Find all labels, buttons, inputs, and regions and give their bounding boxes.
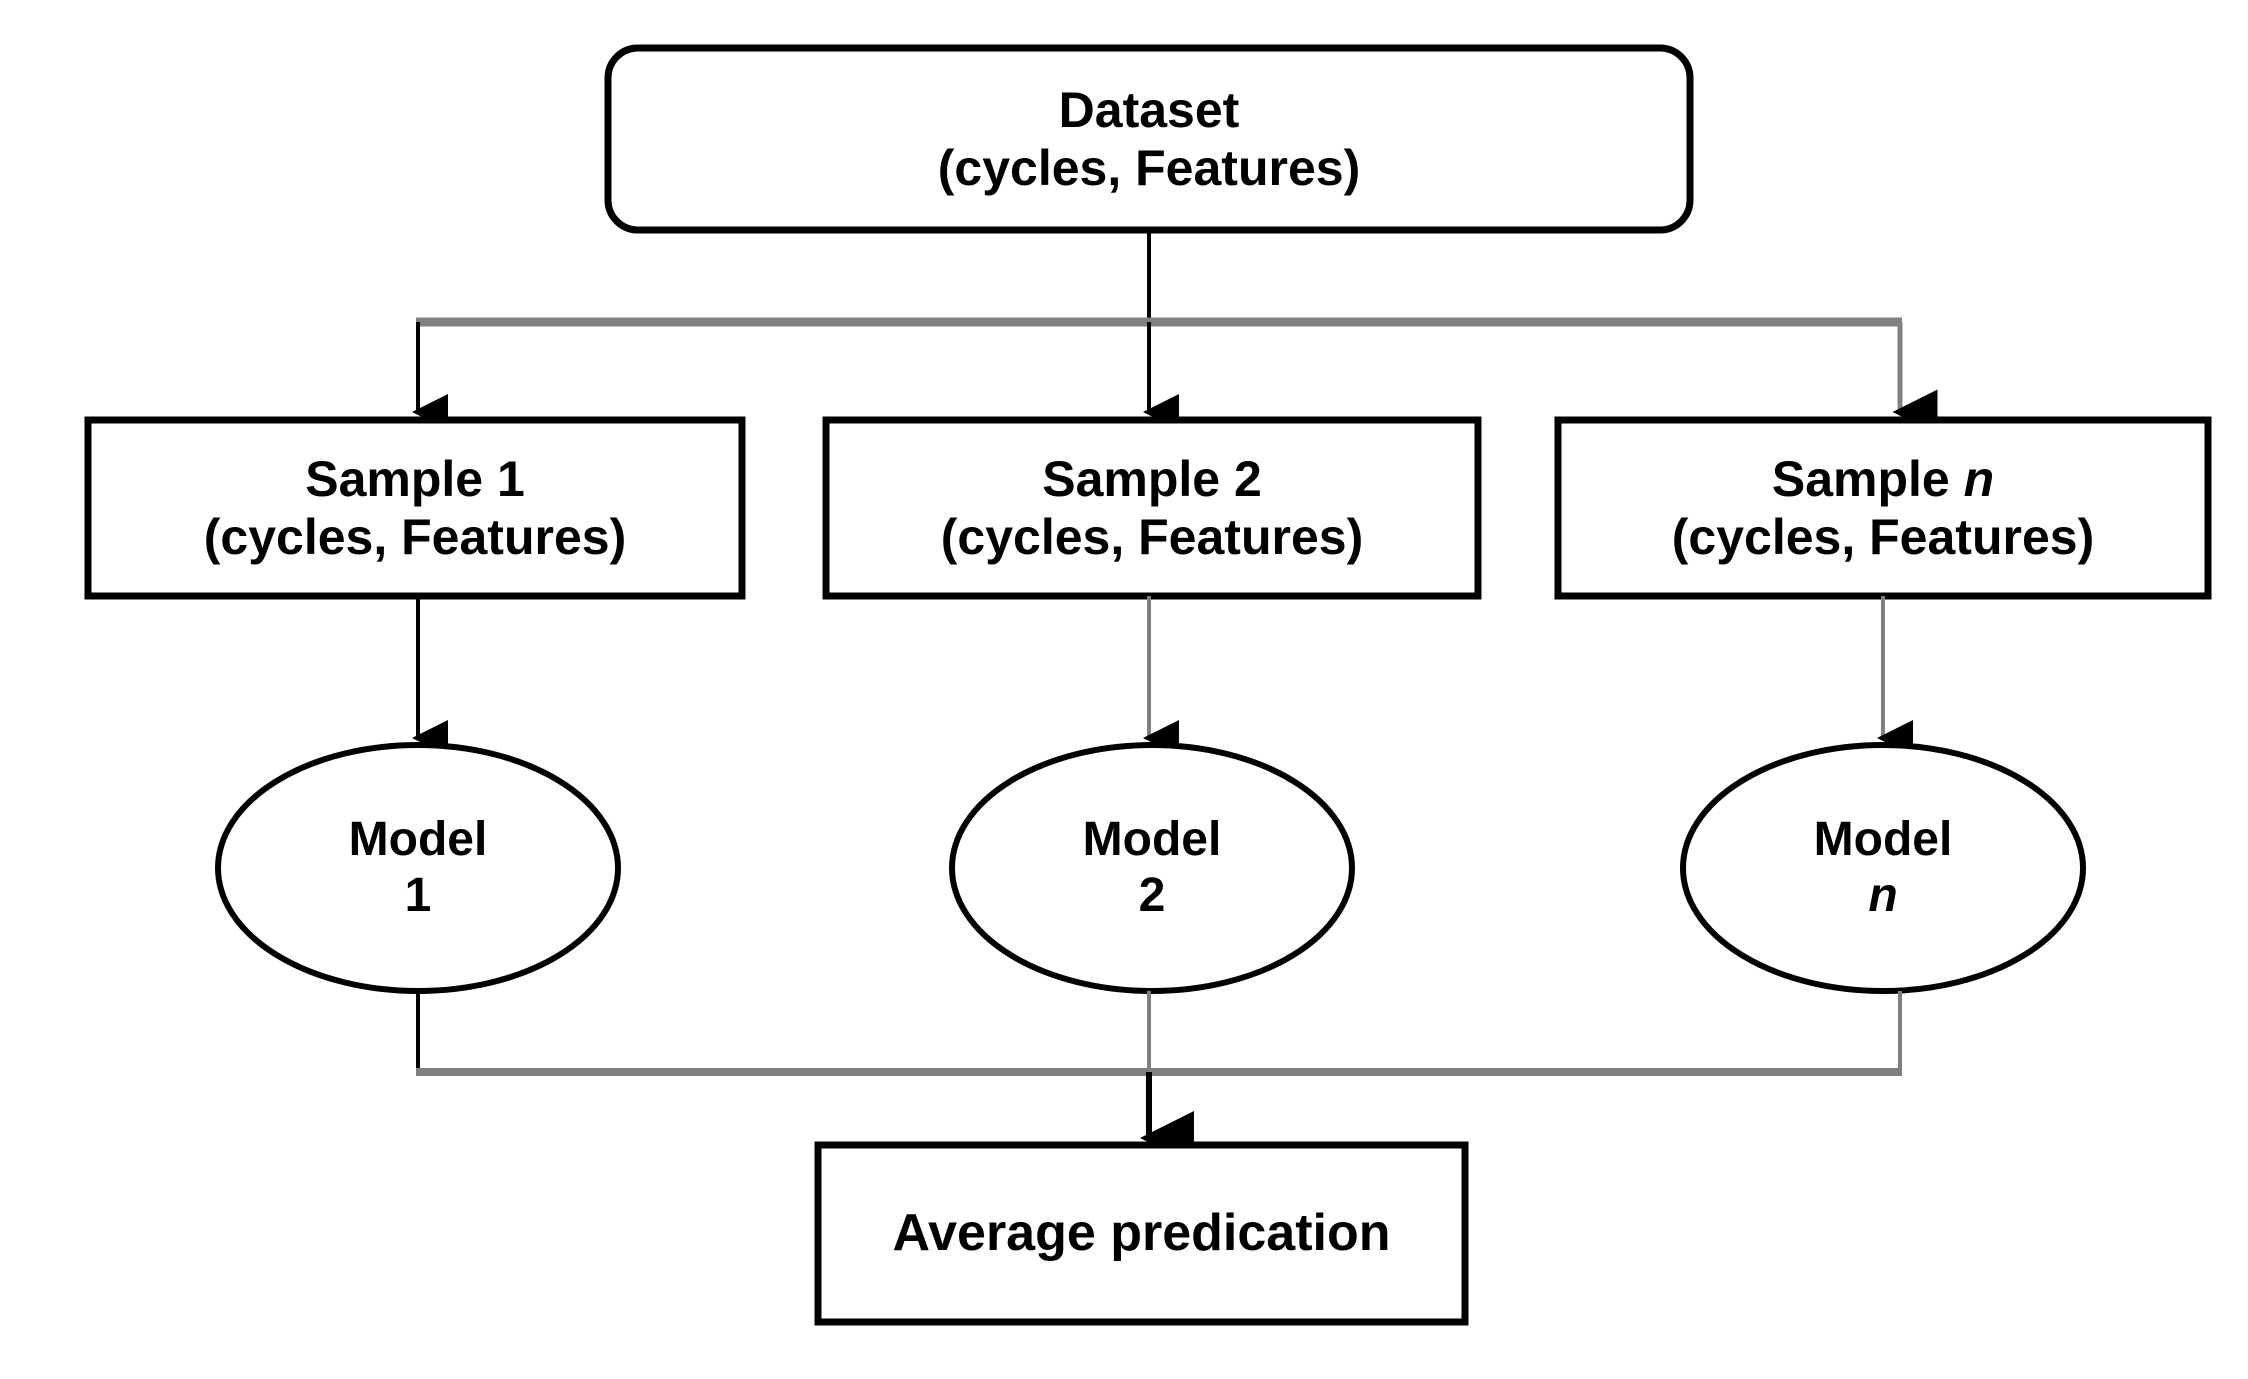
average-predication-box[interactable] [814, 1141, 1469, 1326]
model-n-ellipse[interactable] [1680, 742, 2086, 994]
sample-1-box[interactable] [84, 416, 746, 600]
model-2-ellipse[interactable] [949, 742, 1355, 994]
model-1-ellipse[interactable] [215, 742, 621, 994]
sample-n-box[interactable] [1554, 416, 2212, 600]
dataset-box[interactable] [604, 44, 1694, 234]
sample-2-box[interactable] [822, 416, 1482, 600]
